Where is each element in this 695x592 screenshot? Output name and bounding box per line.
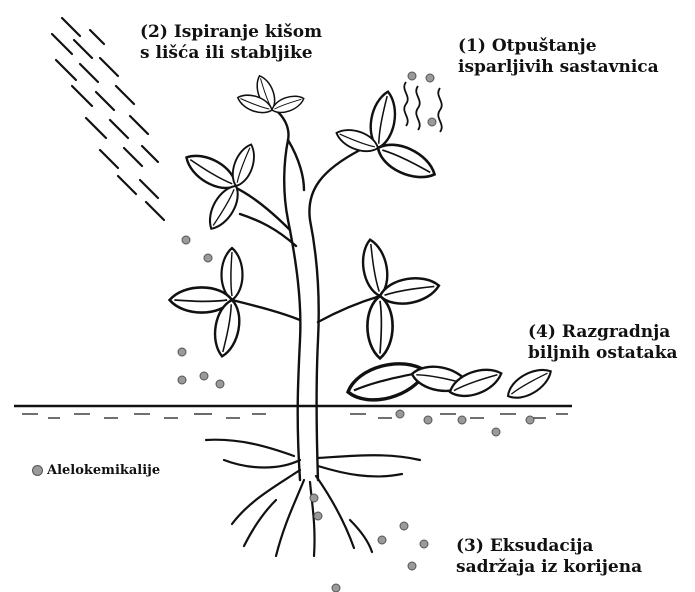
label-exudation: (3) Eksudacija sadržaja iz korijena	[456, 536, 642, 578]
fallen-leaves	[344, 355, 556, 407]
label-leaching-line1: (2) Ispiranje kišom	[140, 22, 322, 43]
legend-text: Alelokemikalije	[47, 463, 160, 478]
label-volatile: (1) Otpuštanje isparljivih sastavnica	[458, 36, 659, 78]
label-leaching-line2: s lišća ili stabljike	[140, 43, 322, 64]
label-exudation-line1: (3) Eksudacija	[456, 536, 642, 557]
volatile-wisps	[404, 82, 441, 132]
label-decomposition-line1: (4) Razgradnja	[528, 322, 678, 343]
label-leaching: (2) Ispiranje kišom s lišća ili stabljik…	[140, 22, 322, 64]
label-volatile-line2: isparljivih sastavnica	[458, 57, 659, 78]
allelochemical-dot-icon	[32, 465, 43, 476]
leaves	[170, 73, 441, 358]
legend: Alelokemikalije	[32, 463, 160, 478]
label-decomposition: (4) Razgradnja biljnih ostataka	[528, 322, 678, 364]
label-volatile-line1: (1) Otpuštanje	[458, 36, 659, 57]
soil	[14, 406, 572, 418]
stem	[232, 112, 380, 480]
label-exudation-line2: sadržaja iz korijena	[456, 557, 642, 578]
label-decomposition-line2: biljnih ostataka	[528, 343, 678, 364]
